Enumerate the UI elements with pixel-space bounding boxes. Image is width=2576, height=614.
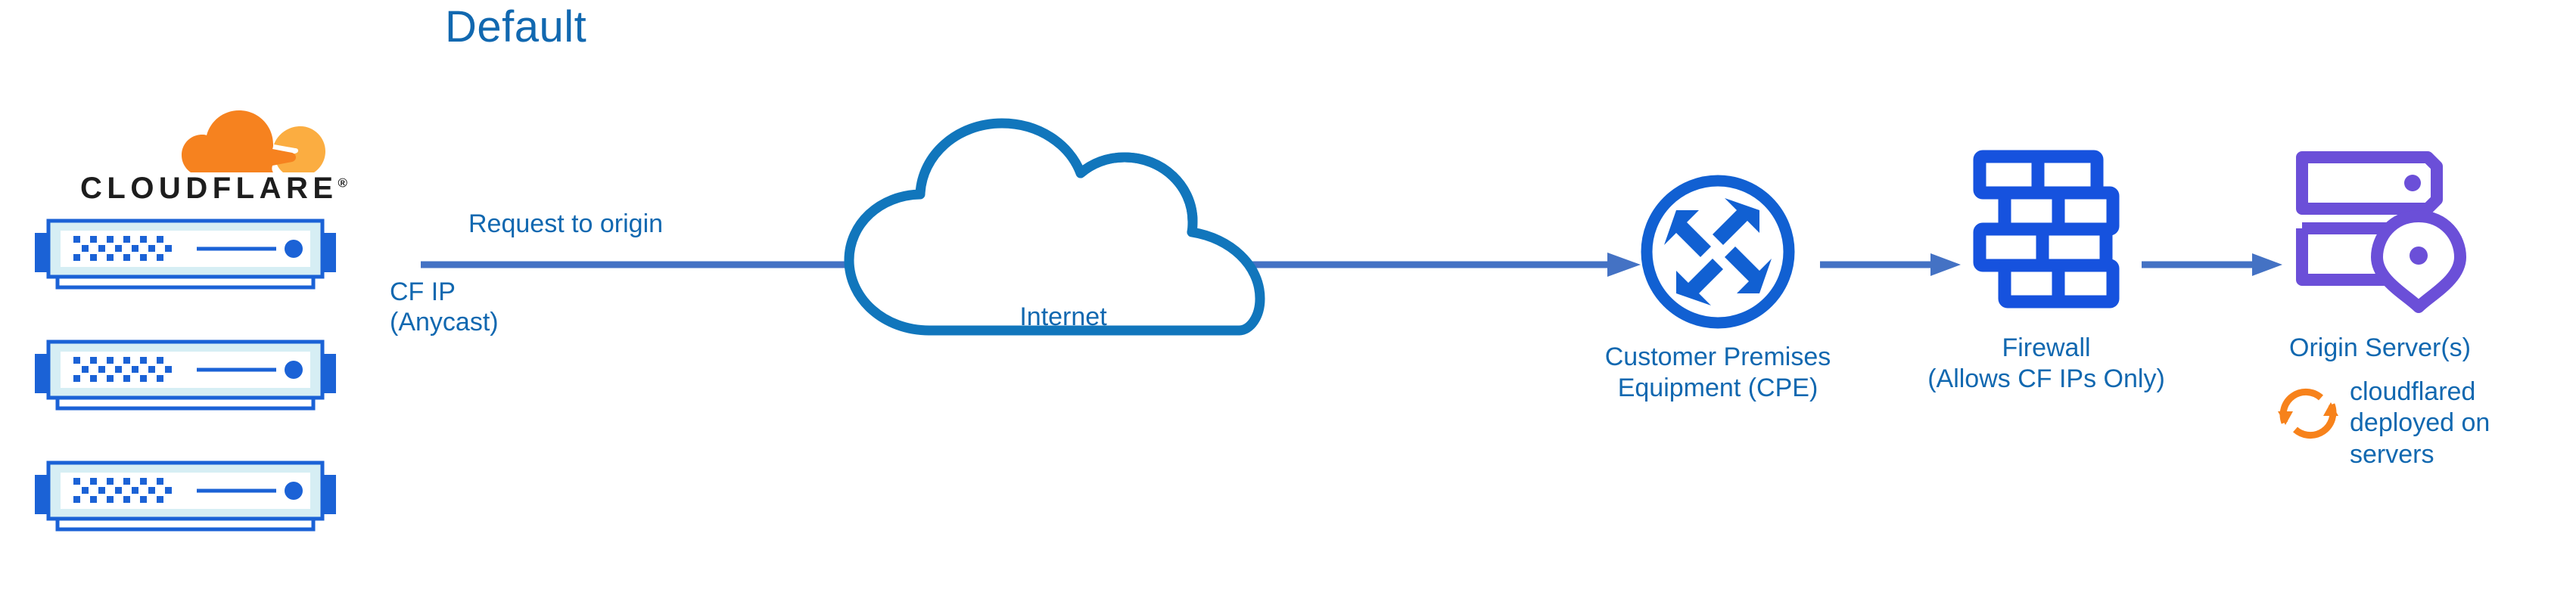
list-item <box>30 212 341 291</box>
cloudflared-line2: deployed on <box>2350 408 2490 438</box>
internet-label: Internet <box>1019 302 1107 331</box>
cpe-caption-line2: Equipment (CPE) <box>1617 373 1818 402</box>
firewall-caption-line1: Firewall <box>2002 333 2091 362</box>
cpe-caption: Customer Premises Equipment (CPE) <box>1559 342 1877 404</box>
cf-ip-label-line1: CF IP <box>390 278 456 306</box>
wordmark-text: CLOUDFLARE <box>80 172 338 205</box>
cloudflared-line1: cloudflared <box>2350 377 2476 406</box>
list-item <box>30 454 341 533</box>
router-icon <box>1637 171 1799 333</box>
cloudflare-cloud-logo-icon <box>177 98 344 180</box>
cloudflare-brand-block: CLOUDFLARE® <box>33 98 351 205</box>
firewall-to-origin-arrow <box>2142 250 2285 280</box>
firewall-caption-line2: (Allows CF IPs Only) <box>1927 364 2165 393</box>
cloudflare-wordmark: CLOUDFLARE® <box>80 172 347 206</box>
server-with-pin-icon <box>2293 144 2467 314</box>
brick-wall-icon <box>1971 149 2122 317</box>
sync-circular-arrows-icon <box>2274 381 2342 445</box>
origin-caption: Origin Server(s) <box>2266 333 2494 364</box>
registered-mark-icon: ® <box>338 175 348 191</box>
cloudflared-text: cloudflared deployed on servers <box>2350 377 2569 470</box>
origin-caption-line1: Origin Server(s) <box>2289 333 2471 362</box>
cf-ip-label-line2: (Anycast) <box>390 308 499 337</box>
cf-ip-label: CF IP (Anycast) <box>390 277 499 337</box>
cloudflared-annotation: cloudflared deployed on servers <box>2274 377 2576 490</box>
cpe-to-firewall-arrow <box>1820 250 1964 280</box>
request-to-origin-label: Request to origin <box>468 209 664 238</box>
cloud-outline-icon <box>840 110 1279 336</box>
cloudflared-line3: servers <box>2350 439 2434 469</box>
cpe-caption-line1: Customer Premises <box>1604 343 1831 371</box>
firewall-caption: Firewall (Allows CF IPs Only) <box>1887 333 2205 395</box>
list-item <box>30 333 341 412</box>
page-title: Default <box>445 2 587 51</box>
